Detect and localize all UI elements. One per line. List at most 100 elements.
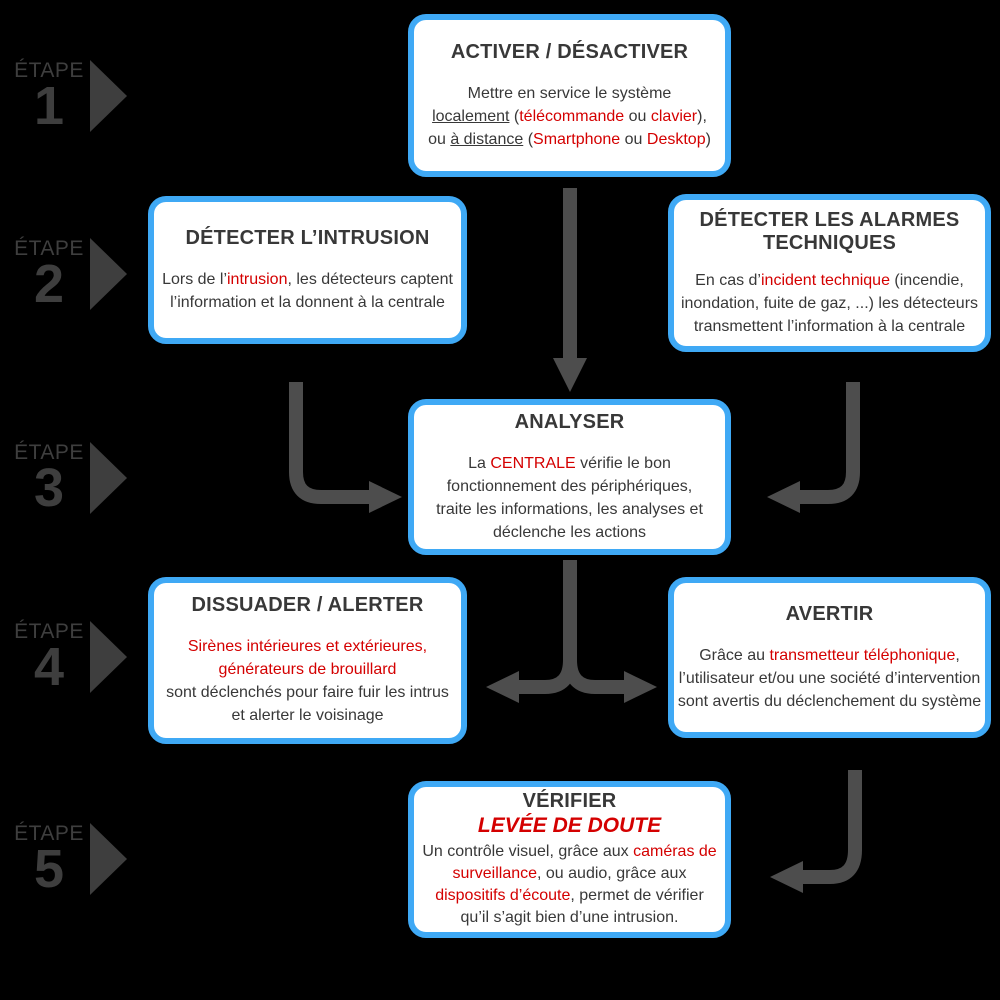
body-text: La — [468, 454, 491, 472]
highlighted-text: surveillance — [452, 865, 538, 882]
arrow-analyser-to-avertir-icon — [563, 560, 657, 703]
highlighted-text: clavier — [650, 107, 698, 125]
box-body: Sirènes intérieures et extérieures, génér… — [166, 635, 449, 727]
body-text: l’utilisateur et/ou une société d’interv… — [678, 669, 981, 687]
highlighted-text: Desktop — [646, 130, 706, 148]
step-etape-text: ÉTAPE — [14, 822, 84, 845]
body-line: qu’il s’agit bien d’une intrusion. — [422, 907, 716, 929]
step-text: ÉTAPE 1 — [12, 59, 86, 136]
body-text: inondation, fuite de gaz, ...) les détec… — [680, 294, 979, 312]
step-label-1: ÉTAPE 1 — [12, 58, 130, 134]
box-title: ACTIVER / DÉSACTIVER — [450, 40, 689, 63]
step-number: 5 — [33, 839, 65, 899]
box-title: ANALYSER — [514, 410, 625, 433]
body-line: l’utilisateur et/ou une société d’interv… — [678, 667, 981, 690]
body-text: ( — [523, 130, 534, 148]
highlighted-text: transmetteur téléphonique — [769, 646, 956, 664]
step-label-4: ÉTAPE 4 — [12, 619, 130, 695]
highlighted-text: incident technique — [760, 271, 890, 289]
box-verifier-levee-de-doute: VÉRIFIER LEVÉE DE DOUTE Un contrôle visu… — [408, 781, 731, 938]
body-text: ou — [624, 107, 651, 125]
highlighted-text: télécommande — [519, 107, 625, 125]
body-line: l’information et la donnent à la central… — [162, 291, 453, 314]
body-text: l’information et la donnent à la central… — [170, 293, 445, 311]
step-etape-text: ÉTAPE — [14, 237, 84, 260]
body-text: traite les informations, les analyses et — [436, 500, 703, 518]
body-line: générateurs de brouillard — [166, 658, 449, 681]
highlighted-text: caméras de — [633, 843, 717, 860]
box-activer-desactiver: ACTIVER / DÉSACTIVER Mettre en service l… — [408, 14, 731, 177]
body-text: sont déclenchés pour faire fuir les intr… — [166, 684, 449, 701]
body-text: Lors de l’ — [162, 270, 227, 288]
body-line: surveillance, ou audio, grâce aux — [422, 863, 716, 885]
body-line: et alerter le voisinage — [166, 704, 449, 727]
step-number: 1 — [33, 76, 65, 136]
box-title: DÉTECTER LES ALARMES TECHNIQUES — [699, 208, 960, 254]
body-line: dispositifs d’écoute, permet de vérifier — [422, 885, 716, 907]
box-dissuader-alerter: DISSUADER / ALERTER Sirènes intérieures … — [148, 577, 467, 744]
step-arrow-right-icon — [90, 60, 127, 132]
body-text: vérifie le bon — [575, 454, 671, 472]
step-text: ÉTAPE 4 — [12, 620, 86, 697]
body-text: transmettent l’information à la centrale — [693, 317, 966, 335]
box-body: Lors de l’intrusion, les détecteurs capt… — [162, 268, 453, 314]
step-label-3: ÉTAPE 3 — [12, 440, 130, 516]
body-text: , les détecteurs captent — [287, 270, 453, 288]
highlighted-text: intrusion — [227, 270, 288, 288]
body-text: sont avertis du déclenchement du système — [677, 692, 982, 710]
box-body: Grâce au transmetteur téléphonique, l’uti… — [678, 644, 981, 713]
step-etape-text: ÉTAPE — [14, 59, 84, 82]
body-text: localement — [432, 107, 510, 125]
body-line: localement (télécommande ou clavier), — [428, 105, 711, 128]
body-text: En cas d’ — [695, 271, 761, 289]
arrow-activer-to-analyser-icon — [553, 188, 587, 392]
step-number: 3 — [33, 458, 65, 518]
step-number: 4 — [33, 637, 65, 697]
arrow-alarmes-to-analyser-icon — [767, 382, 860, 513]
box-body: Un contrôle visuel, grâce aux caméras de… — [422, 841, 716, 929]
body-line: Sirènes intérieures et extérieures, — [166, 635, 449, 658]
step-number: 2 — [33, 254, 65, 314]
body-line: fonctionnement des périphériques, — [436, 475, 703, 498]
body-text: , ou audio, grâce aux — [537, 865, 687, 882]
body-line: ou à distance (Smartphone ou Desktop) — [428, 128, 711, 151]
body-line: déclenche les actions — [436, 521, 703, 544]
step-arrow-right-icon — [90, 442, 127, 514]
step-label-2: ÉTAPE 2 — [12, 236, 130, 312]
body-text: ou — [620, 130, 647, 148]
step-text: ÉTAPE 2 — [12, 237, 86, 314]
highlighted-text: Sirènes intérieures et extérieures, — [187, 638, 428, 655]
body-line: sont déclenchés pour faire fuir les intr… — [166, 681, 449, 704]
body-text: , permet de vérifier — [570, 887, 704, 904]
body-text: ou — [428, 130, 451, 148]
box-avertir: AVERTIR Grâce au transmetteur téléphoniq… — [668, 577, 991, 738]
step-text: ÉTAPE 5 — [12, 822, 86, 899]
body-text: Un contrôle visuel, grâce aux — [422, 843, 634, 860]
step-arrow-right-icon — [90, 238, 127, 310]
body-text: (incendie, — [889, 271, 964, 289]
body-text: , — [955, 646, 960, 664]
body-text: Grâce au — [699, 646, 770, 664]
body-text: ( — [509, 107, 520, 125]
arrow-intrusion-to-analyser-icon — [289, 382, 402, 513]
box-detecter-alarmes-techniques: DÉTECTER LES ALARMES TECHNIQUES En cas d… — [668, 194, 991, 352]
step-arrow-right-icon — [90, 823, 127, 895]
body-line: En cas d’incident technique (incendie, — [681, 269, 978, 292]
highlighted-text: générateurs de brouillard — [218, 661, 397, 678]
body-line: Grâce au transmetteur téléphonique, — [678, 644, 981, 667]
box-title: AVERTIR — [785, 602, 874, 625]
step-text: ÉTAPE 3 — [12, 441, 86, 518]
step-label-5: ÉTAPE 5 — [12, 821, 130, 897]
step-etape-text: ÉTAPE — [14, 620, 84, 643]
highlighted-text: dispositifs d’écoute — [435, 887, 571, 904]
highlighted-text: CENTRALE — [490, 454, 576, 472]
body-line: Lors de l’intrusion, les détecteurs capt… — [162, 268, 453, 291]
body-line: traite les informations, les analyses et — [436, 498, 703, 521]
body-line: La CENTRALE vérifie le bon — [436, 452, 703, 475]
box-title: VÉRIFIER — [522, 790, 617, 812]
box-detecter-intrusion: DÉTECTER L’INTRUSION Lors de l’intrusion… — [148, 196, 467, 344]
body-text: ) — [705, 130, 711, 148]
step-etape-text: ÉTAPE — [14, 441, 84, 464]
